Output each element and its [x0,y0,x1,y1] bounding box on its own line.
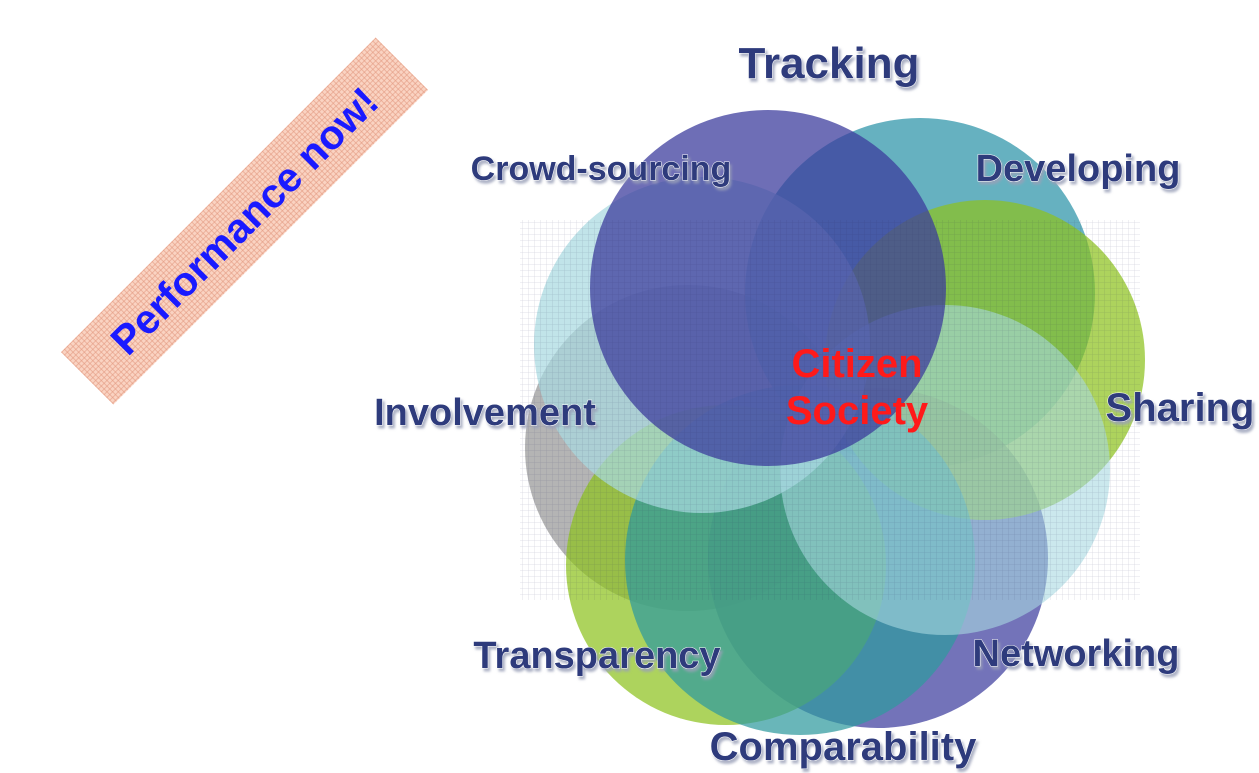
label-involvement: Involvement [374,392,596,434]
label-comparability: Comparability [710,725,977,769]
label-developing: Developing [976,148,1181,190]
label-sharing: Sharing [1106,386,1255,430]
label-crowd-sourcing: Crowd-sourcing [471,150,732,188]
label-networking: Networking [973,633,1180,675]
label-transparency: Transparency [473,635,720,677]
center-title-line2: Society [786,389,929,433]
label-tracking: Tracking [739,39,920,88]
center-title-line1: Citizen [791,342,922,386]
grid-texture [520,220,1140,600]
